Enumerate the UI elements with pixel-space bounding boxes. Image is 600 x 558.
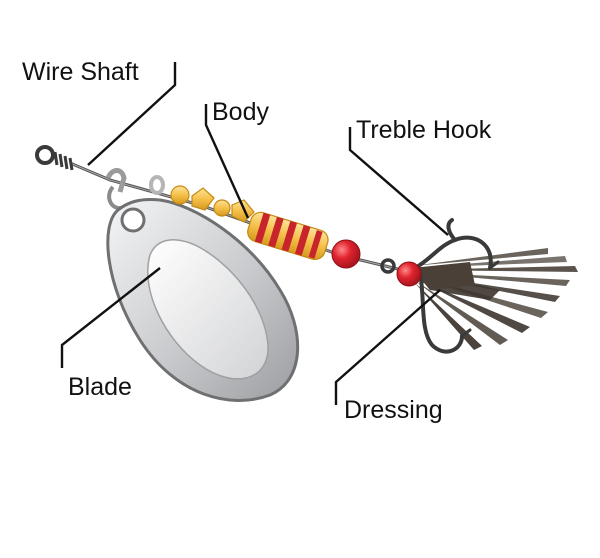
dressing-feathers [412,248,578,350]
label-wire-shaft: Wire Shaft [22,58,139,86]
leader-blade [60,267,161,368]
leader-body [204,104,250,219]
treble-hook [413,218,500,354]
leader-wire-shaft [87,62,177,166]
leader-dressing [334,289,441,405]
label-treble-hook: Treble Hook [356,116,492,144]
leader-lines [60,62,449,405]
leader-treble-hook [348,127,449,236]
blade [106,198,300,402]
label-body: Body [212,98,269,126]
label-dressing: Dressing [344,396,443,424]
label-blade: Blade [68,373,132,401]
